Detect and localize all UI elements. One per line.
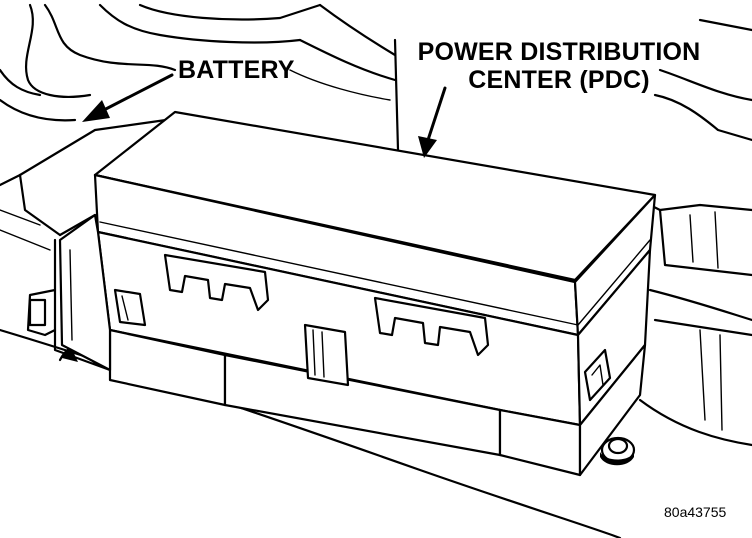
pdc-latches [113,253,612,402]
pdc-box [58,110,657,477]
engine-bay-background [0,3,752,447]
battery-label: BATTERY [178,56,295,84]
pdc-label-line2: CENTER (PDC) [468,66,650,94]
figure-id: 80a43755 [664,504,727,520]
pdc-label: POWER DISTRIBUTION CENTER (PDC) [394,38,724,94]
battery-arrow [82,73,174,122]
battery-outline [0,116,182,372]
mounting-bolt [600,436,636,466]
pdc-label-line1: POWER DISTRIBUTION [417,38,701,66]
pdc-arrow [418,86,447,158]
